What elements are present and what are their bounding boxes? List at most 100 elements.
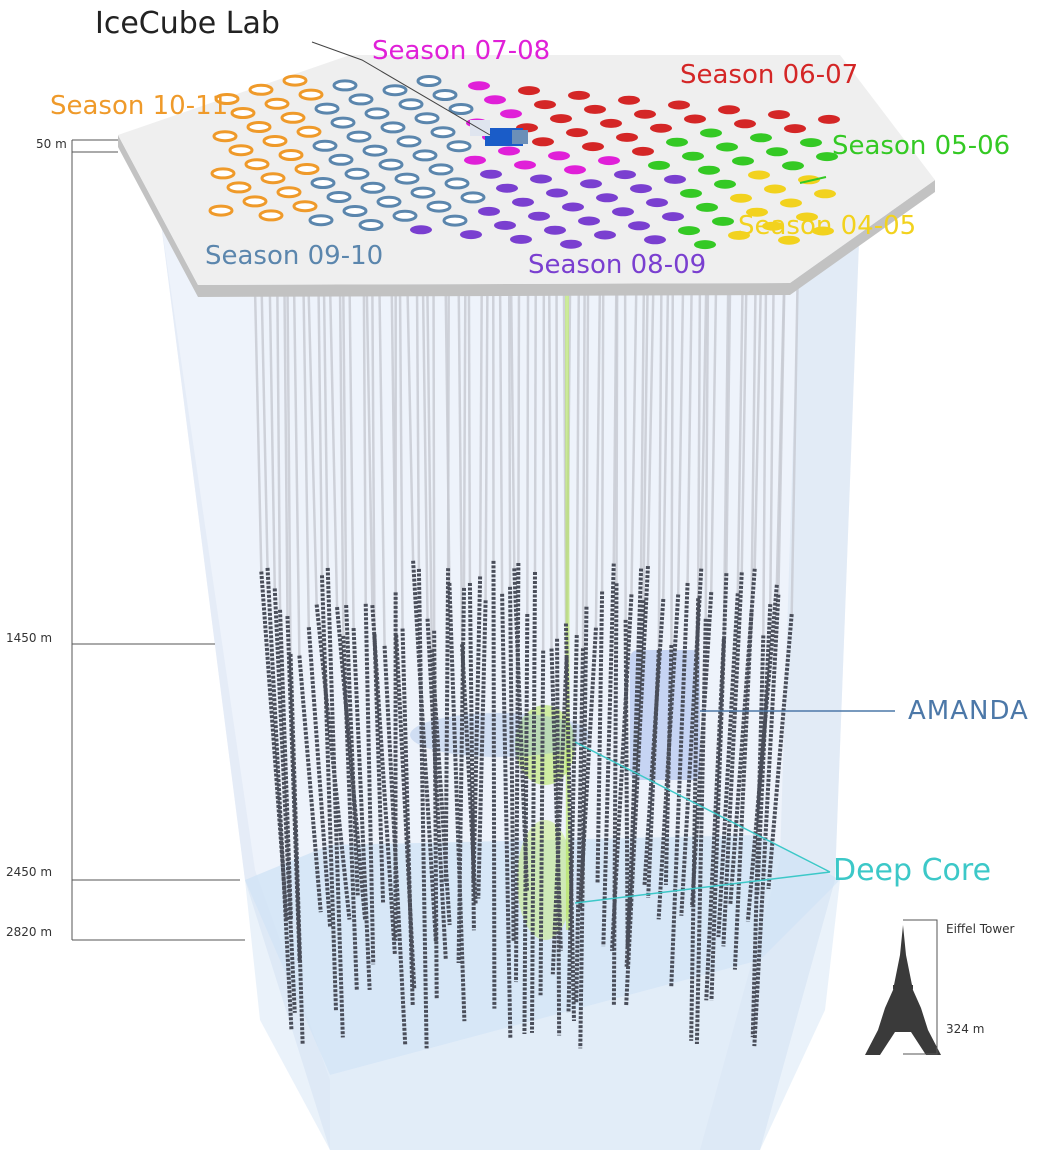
surface-hole [800, 138, 822, 148]
string-cable [769, 284, 775, 605]
surface-hole [616, 132, 638, 142]
surface-hole [598, 156, 620, 166]
surface-hole [564, 165, 586, 175]
sensor-string [716, 593, 740, 938]
string-cable [467, 284, 472, 584]
string-cable [268, 284, 277, 589]
surface-hole [518, 86, 540, 96]
surface-hole [684, 114, 706, 124]
sensor-string [755, 604, 773, 895]
sensor-string [344, 604, 360, 896]
deep-core-label: Deep Core [833, 853, 992, 888]
string-cable [753, 284, 763, 569]
sensor-string [500, 593, 513, 1039]
deepcore-leader-line-upper [574, 741, 831, 873]
sensor-string [601, 563, 616, 947]
surface-hole [796, 212, 818, 222]
string-cable [338, 284, 345, 636]
sensor-string [319, 575, 339, 1012]
surface-hole [560, 239, 582, 249]
sensor-string [566, 635, 579, 1014]
surface-hole [292, 200, 318, 213]
sensor-string [623, 619, 630, 948]
surface-hole [376, 195, 402, 208]
string-cable [670, 284, 675, 646]
surface-hole [464, 155, 486, 165]
sensor-string [272, 588, 297, 1013]
string-cable [371, 284, 376, 635]
string-cable [457, 284, 464, 645]
string-cable [421, 284, 429, 619]
surface-hole [208, 204, 234, 217]
surface-hole [530, 174, 552, 184]
string-cable [398, 284, 404, 629]
string-cable [478, 284, 483, 577]
depth-2450m-label: 2450 m [6, 865, 53, 879]
surface-hole [394, 172, 420, 185]
sensor-string [514, 562, 521, 983]
string-cable [253, 284, 263, 572]
surface-hole [468, 81, 490, 91]
string-group [253, 284, 799, 931]
icecube-lab-label: IceCube Lab [95, 6, 280, 41]
sensor-string [624, 600, 646, 967]
string-cable [342, 284, 348, 606]
string-cable [462, 284, 467, 588]
string-cable [615, 284, 619, 584]
sensor-string [642, 598, 666, 886]
surface-hole [432, 89, 458, 101]
string-cable [630, 284, 638, 595]
string-cable [676, 284, 685, 595]
surface-hole [644, 235, 666, 245]
string-cable [426, 284, 434, 650]
surface-hole [816, 152, 838, 162]
eiffel-tower-name: Eiffel Tower [946, 922, 1015, 936]
string-cable [581, 284, 586, 649]
string-cable [600, 284, 605, 592]
surface-hole [444, 177, 470, 190]
surface-hole [544, 225, 566, 235]
sensor-string [443, 568, 451, 884]
surface-hole [280, 111, 306, 124]
sensor-string [432, 630, 439, 999]
surface-hole [242, 195, 268, 208]
season-09-10-label: Season 09-10 [205, 241, 384, 271]
surface-hole [714, 179, 736, 189]
surface-hole [694, 240, 716, 250]
surface-hole [484, 95, 506, 105]
surface-hole [326, 191, 352, 203]
string-cable [328, 284, 339, 608]
surface-hole [596, 193, 618, 203]
surface-hole [750, 133, 772, 143]
string-cable [662, 284, 670, 600]
string-cable [585, 284, 590, 607]
sensor-string [447, 582, 467, 1022]
sensor-string [425, 618, 448, 960]
surface-hole [532, 137, 554, 147]
surface-hole [646, 198, 668, 208]
string-cable [322, 284, 329, 568]
surface-hole [682, 151, 704, 161]
deep-core-volume-upper [515, 705, 575, 785]
sensor-string [341, 635, 359, 992]
string-cable [276, 284, 282, 610]
sensor-string [394, 634, 417, 989]
surface-hole [650, 123, 672, 133]
depth-50m-label: 50 m [36, 137, 67, 151]
surface-hole [678, 226, 700, 236]
surface-hole [228, 144, 254, 157]
sensor-string [325, 567, 345, 1038]
sensor-string [709, 573, 729, 1001]
string-cable [710, 284, 718, 593]
surface-hole [584, 104, 606, 114]
surface-hole [566, 128, 588, 138]
surface-hole [308, 214, 334, 227]
surface-hole [396, 135, 422, 148]
sensor-string [351, 628, 372, 991]
string-cable [526, 284, 530, 614]
surface-hole [748, 170, 770, 180]
sensor-string [471, 576, 483, 881]
surface-hole [380, 121, 406, 134]
surface-hole [264, 97, 290, 110]
surface-hole [782, 161, 804, 171]
